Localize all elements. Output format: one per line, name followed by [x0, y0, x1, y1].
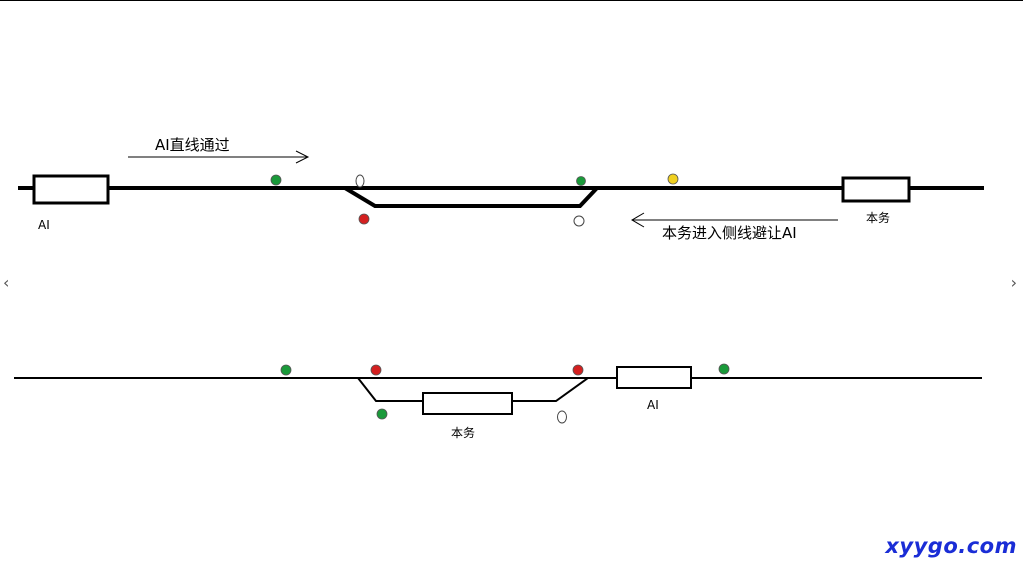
signal-green-2b: [718, 363, 730, 375]
ai-train-2: [616, 366, 692, 389]
signal-unlit-1b: [573, 215, 585, 227]
signal-green-2c: [376, 408, 388, 420]
ai-label-2: AI: [647, 398, 659, 412]
train-note: 本务进入侧线避让AI: [662, 224, 797, 242]
train-1: [841, 176, 911, 203]
left-arrow-icon: [631, 212, 838, 228]
signal-green-1a: [270, 174, 282, 186]
signal-red-2a: [370, 364, 382, 376]
train-label-2: 本务: [451, 425, 475, 440]
signal-unlit-2: [557, 410, 567, 424]
siding-track-1: [343, 186, 599, 208]
ai-label-1: AI: [38, 218, 50, 232]
signal-unlit-1a: [355, 174, 365, 188]
signal-red-2b: [572, 364, 584, 376]
right-arrow-icon: [128, 150, 310, 164]
train-label-1: 本务: [866, 210, 890, 225]
chevron-right-icon[interactable]: ›: [1010, 273, 1017, 292]
watermark: xyygo.com: [885, 534, 1017, 558]
train-2: [422, 392, 513, 415]
ai-train-1: [32, 174, 110, 205]
diagram-2: 本务 AI: [14, 363, 982, 440]
signal-green-2a: [280, 364, 292, 376]
diagram-1: AI 本务 AI直线通过 本务进入侧线避让AI: [18, 136, 984, 242]
chevron-left-icon[interactable]: ‹: [3, 273, 10, 292]
signal-yellow-1: [667, 173, 679, 185]
ai-note: AI直线通过: [155, 136, 230, 154]
signal-red-1: [358, 213, 370, 225]
signal-green-1b: [576, 176, 586, 186]
